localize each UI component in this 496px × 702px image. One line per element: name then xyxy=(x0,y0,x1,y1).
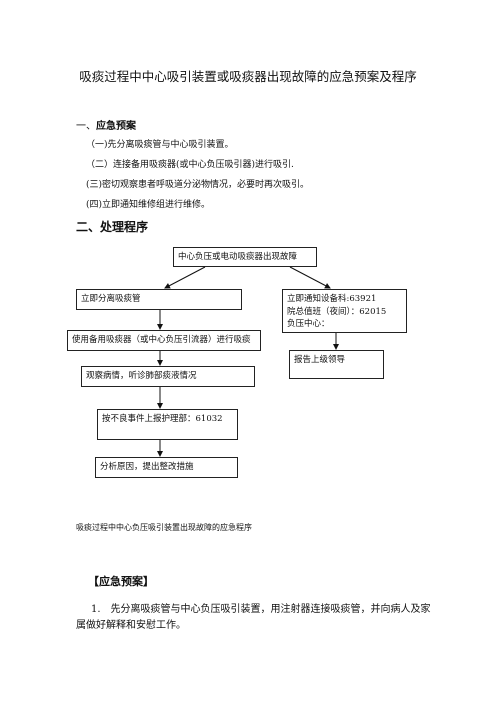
arrow-top-to-right1 xyxy=(289,266,331,289)
section2-heading: 二、处理程序 xyxy=(76,220,149,234)
right1-line2: 院总值班（夜间）：62015 xyxy=(287,306,387,317)
flow-box-left3: 观察病情，听诊肺部痰液情况 xyxy=(81,366,255,387)
flow-box-left5: 分析原因，提出整改措施 xyxy=(95,457,238,478)
plan-item-4: (四)立即通知维修组进行维修。 xyxy=(86,200,211,210)
section1-number: 一、 xyxy=(76,121,96,132)
page-title: 吸痰过程中中心吸引装置或吸痰器出现故障的应急预案及程序 xyxy=(79,69,417,84)
section1-heading: 一、应急预案 xyxy=(76,117,136,132)
right1-line3: 负压中心： xyxy=(287,319,330,329)
plan-item-2: （二）连接备用吸痰器(或中心负压吸引器)进行吸引. xyxy=(86,160,294,170)
arrow-top-to-left1 xyxy=(164,266,206,289)
flowchart-caption: 吸痰过程中中心负压吸引装置出现故障的应急程序 xyxy=(76,523,252,532)
flow-box-right2: 报告上级领导 xyxy=(289,350,384,379)
flow-box-top: 中心负压或电动吸痰器出现故障 xyxy=(173,247,317,267)
flow-box-left2: 使用备用吸痰器（或中心负压引流器）进行吸痰 xyxy=(67,330,261,351)
right1-line1: 立即通知设备科:63921 xyxy=(287,294,377,304)
section1-heading-text: 应急预案 xyxy=(96,121,136,132)
plan-item-3: (三)密切观察患者呼吸道分泌物情况，必要时再次吸引。 xyxy=(86,180,310,190)
flow-box-left4: 按不良事件上报护理部：61032 xyxy=(97,409,238,440)
plan-item-1: （一)先分离吸痰管与中心吸引装置。 xyxy=(86,140,234,150)
flow-box-right1: 立即通知设备科:63921 院总值班（夜间）：62015 负压中心： xyxy=(282,289,407,333)
section3-heading: 【应急预案】 xyxy=(88,575,154,588)
flow-box-left1: 立即分离吸痰管 xyxy=(76,289,242,310)
section3-paragraph-1: 1. 先分离吸痰管与中心负压吸引装置，用注射器连接吸痰管，并向病人及家属做好解释… xyxy=(76,604,431,631)
